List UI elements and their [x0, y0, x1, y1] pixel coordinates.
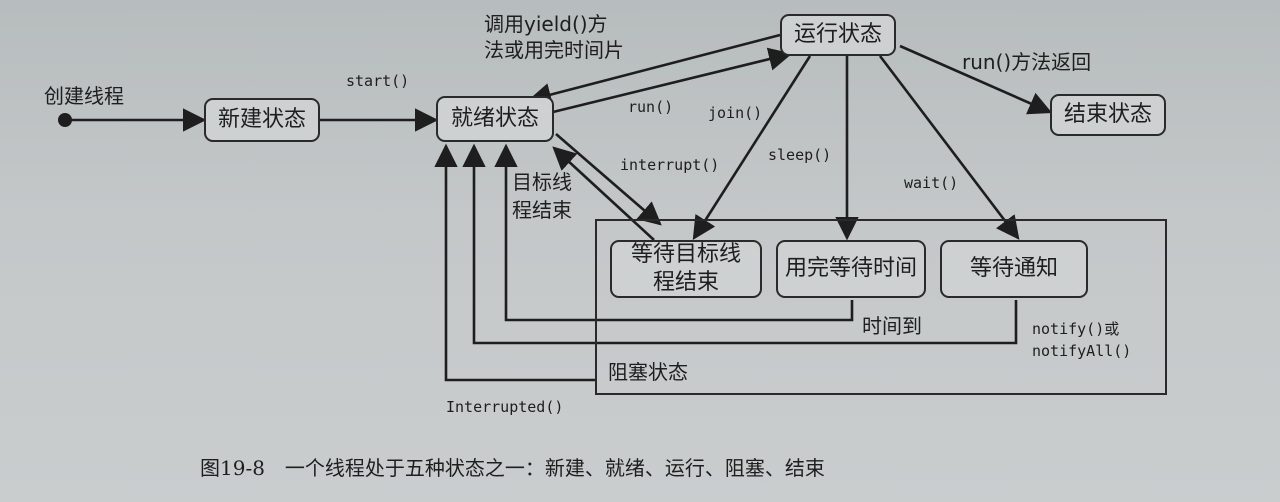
label-start: start(): [346, 72, 410, 90]
arrow-target-end-to-ready: [552, 146, 655, 241]
state-running: 运行状态: [780, 14, 896, 56]
blocked-state-box: [595, 219, 1167, 395]
label-notify-line1: notify()或: [1032, 320, 1120, 338]
label-interrupted: Interrupted(): [446, 398, 564, 416]
arrow-time-up-to-ready: [494, 143, 854, 322]
label-create-thread: 创建线程: [44, 84, 124, 108]
state-wait-time: 用完等待时间: [776, 240, 926, 298]
arrow-notify-to-ready: [462, 143, 1018, 345]
label-wait: wait(): [904, 174, 959, 192]
arrow-running-to-dead: [899, 44, 1053, 115]
label-yield-line2: 法或用完时间片: [484, 38, 624, 62]
label-time-up: 时间到: [862, 314, 922, 338]
state-wait-target: 等待目标线程结束: [610, 240, 762, 298]
label-notify-line2: notifyAll(): [1032, 342, 1132, 360]
initial-node: [58, 113, 72, 127]
state-dead: 结束状态: [1050, 94, 1166, 136]
arrow-running-to-wait-target: [692, 55, 812, 240]
label-target-end-line1: 目标线: [512, 170, 572, 194]
state-ready: 就绪状态: [436, 96, 554, 142]
label-interrupt: interrupt(): [620, 156, 720, 174]
label-blocked-state: 阻塞状态: [608, 360, 688, 384]
state-wait-notify: 等待通知: [940, 240, 1088, 298]
label-sleep: sleep(): [768, 146, 832, 164]
state-new: 新建状态: [204, 98, 320, 142]
label-join: join(): [708, 104, 763, 122]
label-run: run(): [628, 98, 674, 116]
label-run-return: run()方法返回: [962, 50, 1092, 74]
label-yield-line1: 调用yield()方: [484, 12, 608, 36]
arrow-ready-to-running: [552, 47, 793, 114]
arrow-running-to-wait-notify: [878, 55, 1020, 240]
figure-caption: 图19-8 一个线程处于五种状态之一：新建、就绪、运行、阻塞、结束: [200, 456, 825, 480]
label-target-end-line2: 程结束: [512, 198, 572, 222]
arrow-interrupted-to-ready: [434, 143, 596, 382]
arrow-running-to-ready-yield: [527, 33, 781, 107]
